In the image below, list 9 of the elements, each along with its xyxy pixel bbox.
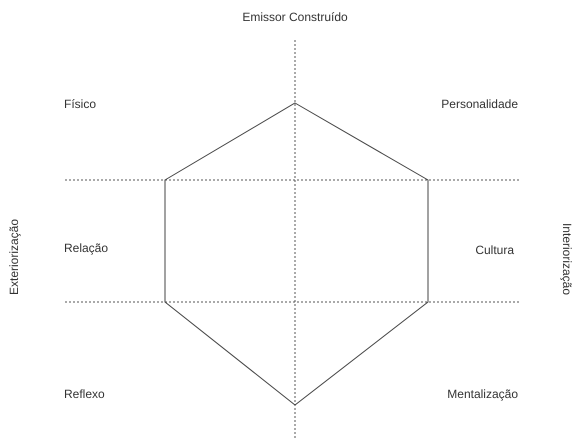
axis-label: Mentalização: [447, 387, 518, 401]
axis-label: Interiorização: [560, 222, 574, 296]
axis-label: Reflexo: [64, 387, 105, 401]
axis-label: Emissor Construído: [242, 10, 348, 24]
axis-label: Cultura: [475, 243, 514, 257]
axis-label: Exteriorização: [7, 218, 21, 296]
axis-label: Personalidade: [441, 97, 518, 111]
axis-label: Relação: [64, 241, 108, 255]
axis-label: Físico: [64, 97, 96, 111]
